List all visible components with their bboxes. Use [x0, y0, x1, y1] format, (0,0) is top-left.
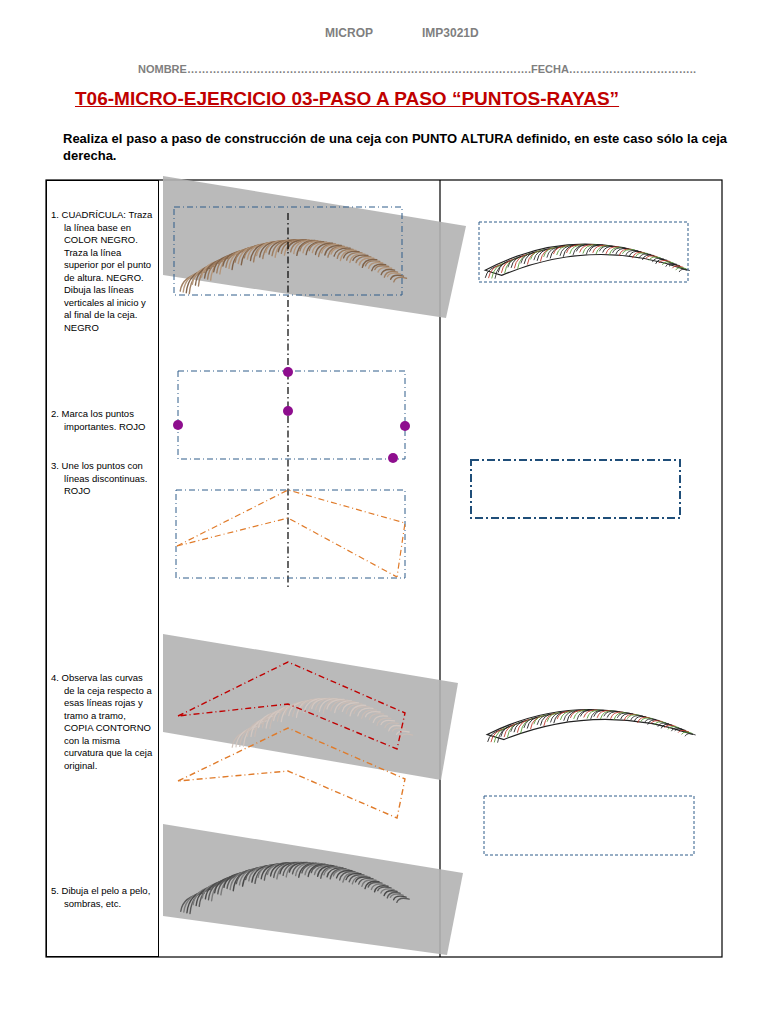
course-code: MICROP	[325, 25, 373, 41]
gray-band	[163, 634, 458, 780]
key-points	[173, 367, 410, 463]
step-instruction: 5. Dibuja el pelo a pelo, sombras, etc.	[51, 885, 155, 910]
step-instruction: 4. Observa las curvas de la ceja respect…	[51, 672, 155, 772]
grid-box	[178, 371, 405, 459]
grid-box	[176, 490, 405, 578]
module-code: IMP3021D	[422, 25, 479, 41]
instruction-column: 1. CUADRÍCULA: Traza la línea base en CO…	[46, 180, 159, 957]
practice-box	[484, 796, 694, 855]
gray-band	[163, 824, 463, 955]
worksheet-title: T06-MICRO-EJERCICIO 03-PASO A PASO “PUNT…	[75, 88, 619, 110]
name-date-line: NOMBRE………………………………………………………………………………….FE…	[138, 62, 696, 77]
instructions: Realiza el paso a paso de construcción d…	[63, 130, 727, 164]
gray-band	[163, 176, 466, 318]
contour-lines	[178, 662, 405, 818]
joining-lines	[177, 490, 405, 577]
practice-box	[471, 460, 680, 518]
eyebrow-drawings	[180, 240, 695, 914]
step-instruction: 2. Marca los puntos importantes. ROJO	[51, 408, 155, 433]
grid-box	[479, 222, 688, 282]
step-instruction: 1. CUADRÍCULA: Traza la línea base en CO…	[51, 209, 155, 334]
step-instruction: 3. Une los puntos con líneas discontinua…	[51, 460, 155, 498]
axis-line	[287, 213, 288, 590]
